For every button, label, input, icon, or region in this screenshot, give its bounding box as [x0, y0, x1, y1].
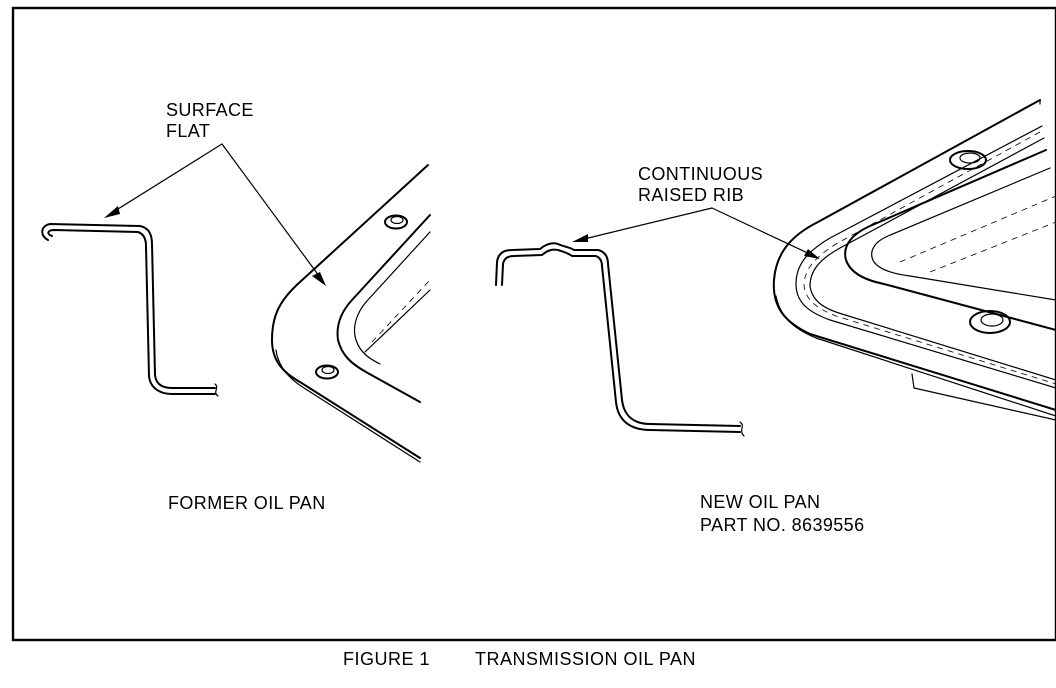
former-oil-pan-label: FORMER OIL PAN [168, 493, 326, 513]
surface-flat-label-line1: SURFACE [166, 100, 254, 120]
new-pan-drawing [772, 99, 1056, 421]
former-pan-drawing [271, 164, 431, 463]
figure-title: TRANSMISSION OIL PAN [475, 649, 696, 669]
raised-rib-leaders [572, 207, 820, 259]
new-oil-pan-part-number: PART NO. 8639556 [700, 515, 865, 535]
new-pan-cross-section [495, 242, 745, 437]
raised-rib-label-line1: CONTINUOUS [638, 164, 763, 184]
former-pan-cross-section [41, 223, 219, 397]
new-oil-pan-label-line1: NEW OIL PAN [700, 492, 820, 512]
figure-number: FIGURE 1 [343, 649, 430, 669]
figure-frame [11, 6, 1056, 642]
surface-flat-leaders [104, 143, 326, 286]
surface-flat-label-line2: FLAT [166, 121, 210, 141]
raised-rib-label-line2: RAISED RIB [638, 185, 744, 205]
